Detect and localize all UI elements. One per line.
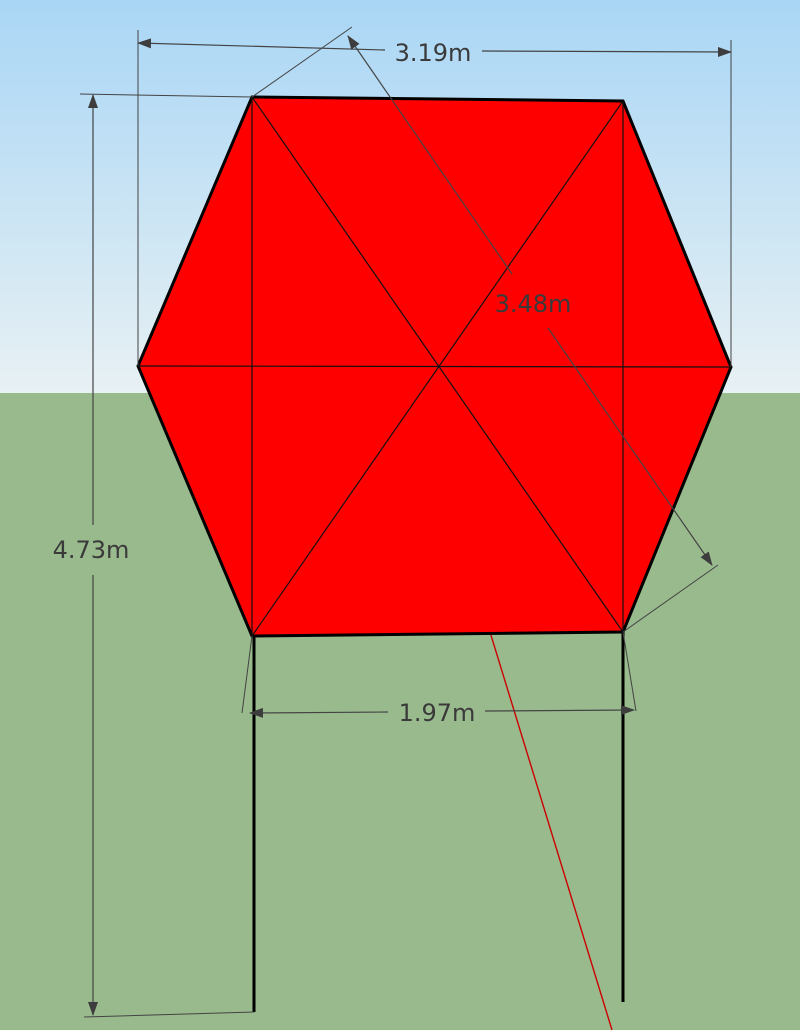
dimension-diagonal[interactable]: 3.48m	[251, 26, 719, 633]
red-axis-line	[489, 631, 613, 1030]
dimension-total-height[interactable]: 4.73m	[53, 93, 255, 1018]
dimension-label-top-width: 3.19m	[395, 39, 472, 67]
dimension-label-post-spacing: 1.97m	[399, 699, 476, 727]
dimension-label-diagonal: 3.48m	[495, 290, 572, 318]
dimension-post-spacing[interactable]: 1.97m	[241, 631, 637, 727]
panel-face-edges	[137, 96, 732, 637]
dimension-top-width[interactable]: 3.19m	[137, 30, 732, 367]
dimension-label-total-height: 4.73m	[53, 536, 130, 564]
